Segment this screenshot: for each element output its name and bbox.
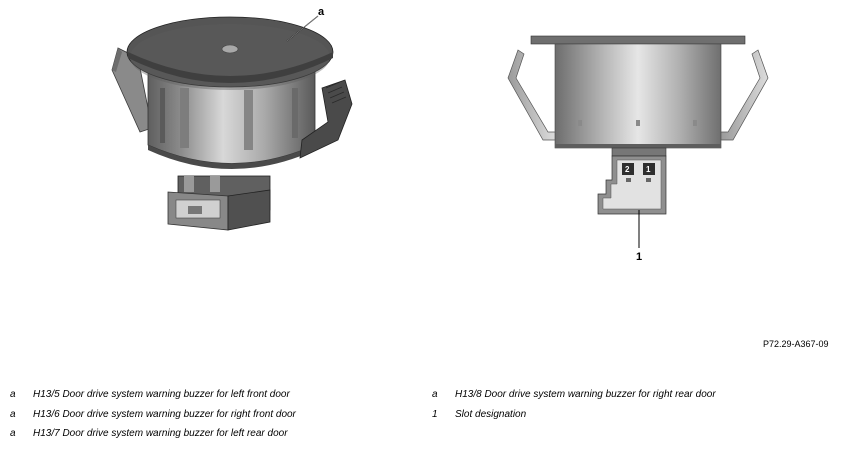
center-hole [221,44,239,54]
legend-key: 1 [432,408,438,420]
pin-1 [643,163,655,175]
pin-1-label: 1 [646,165,651,174]
legend-item: a H13/6 Door drive system warning buzzer … [10,408,296,428]
legend-item: a H13/5 Door drive system warning buzzer … [10,388,296,408]
legend-key: a [10,408,16,420]
legend-text: H13/6 Door drive system warning buzzer f… [33,408,296,420]
right-clip [299,79,353,159]
legend-item: 1 Slot designation [432,408,716,428]
legend-item: a H13/7 Door drive system warning buzzer … [10,427,296,447]
left-wing [507,49,556,141]
legend-text: H13/8 Door drive system warning buzzer f… [455,389,716,400]
legend-key: a [10,389,16,400]
pin-2 [622,163,634,175]
legend-key: a [10,428,16,439]
top-flange [530,35,746,45]
legend-item: a H13/8 Door drive system warning buzzer … [432,388,716,408]
right-wing [720,49,769,141]
buzzer-perspective-view: a [111,6,353,231]
legend-text: Slot designation [455,408,527,420]
legend-left-column: a H13/5 Door drive system warning buzzer … [10,388,296,447]
buzzer-front-view: 2 1 1 [507,35,769,263]
figure-reference-code: P72.29-A367-09 [763,339,829,349]
callout-a: a [318,6,325,18]
callout-1: 1 [636,251,642,263]
front-body [554,43,722,149]
pin-2-label: 2 [625,165,630,174]
legend-text: H13/5 Door drive system warning buzzer f… [33,389,290,400]
legend-right-column: a H13/8 Door drive system warning buzzer … [432,388,716,427]
legend-text: H13/7 Door drive system warning buzzer f… [33,428,288,439]
legend-key: a [432,389,438,400]
